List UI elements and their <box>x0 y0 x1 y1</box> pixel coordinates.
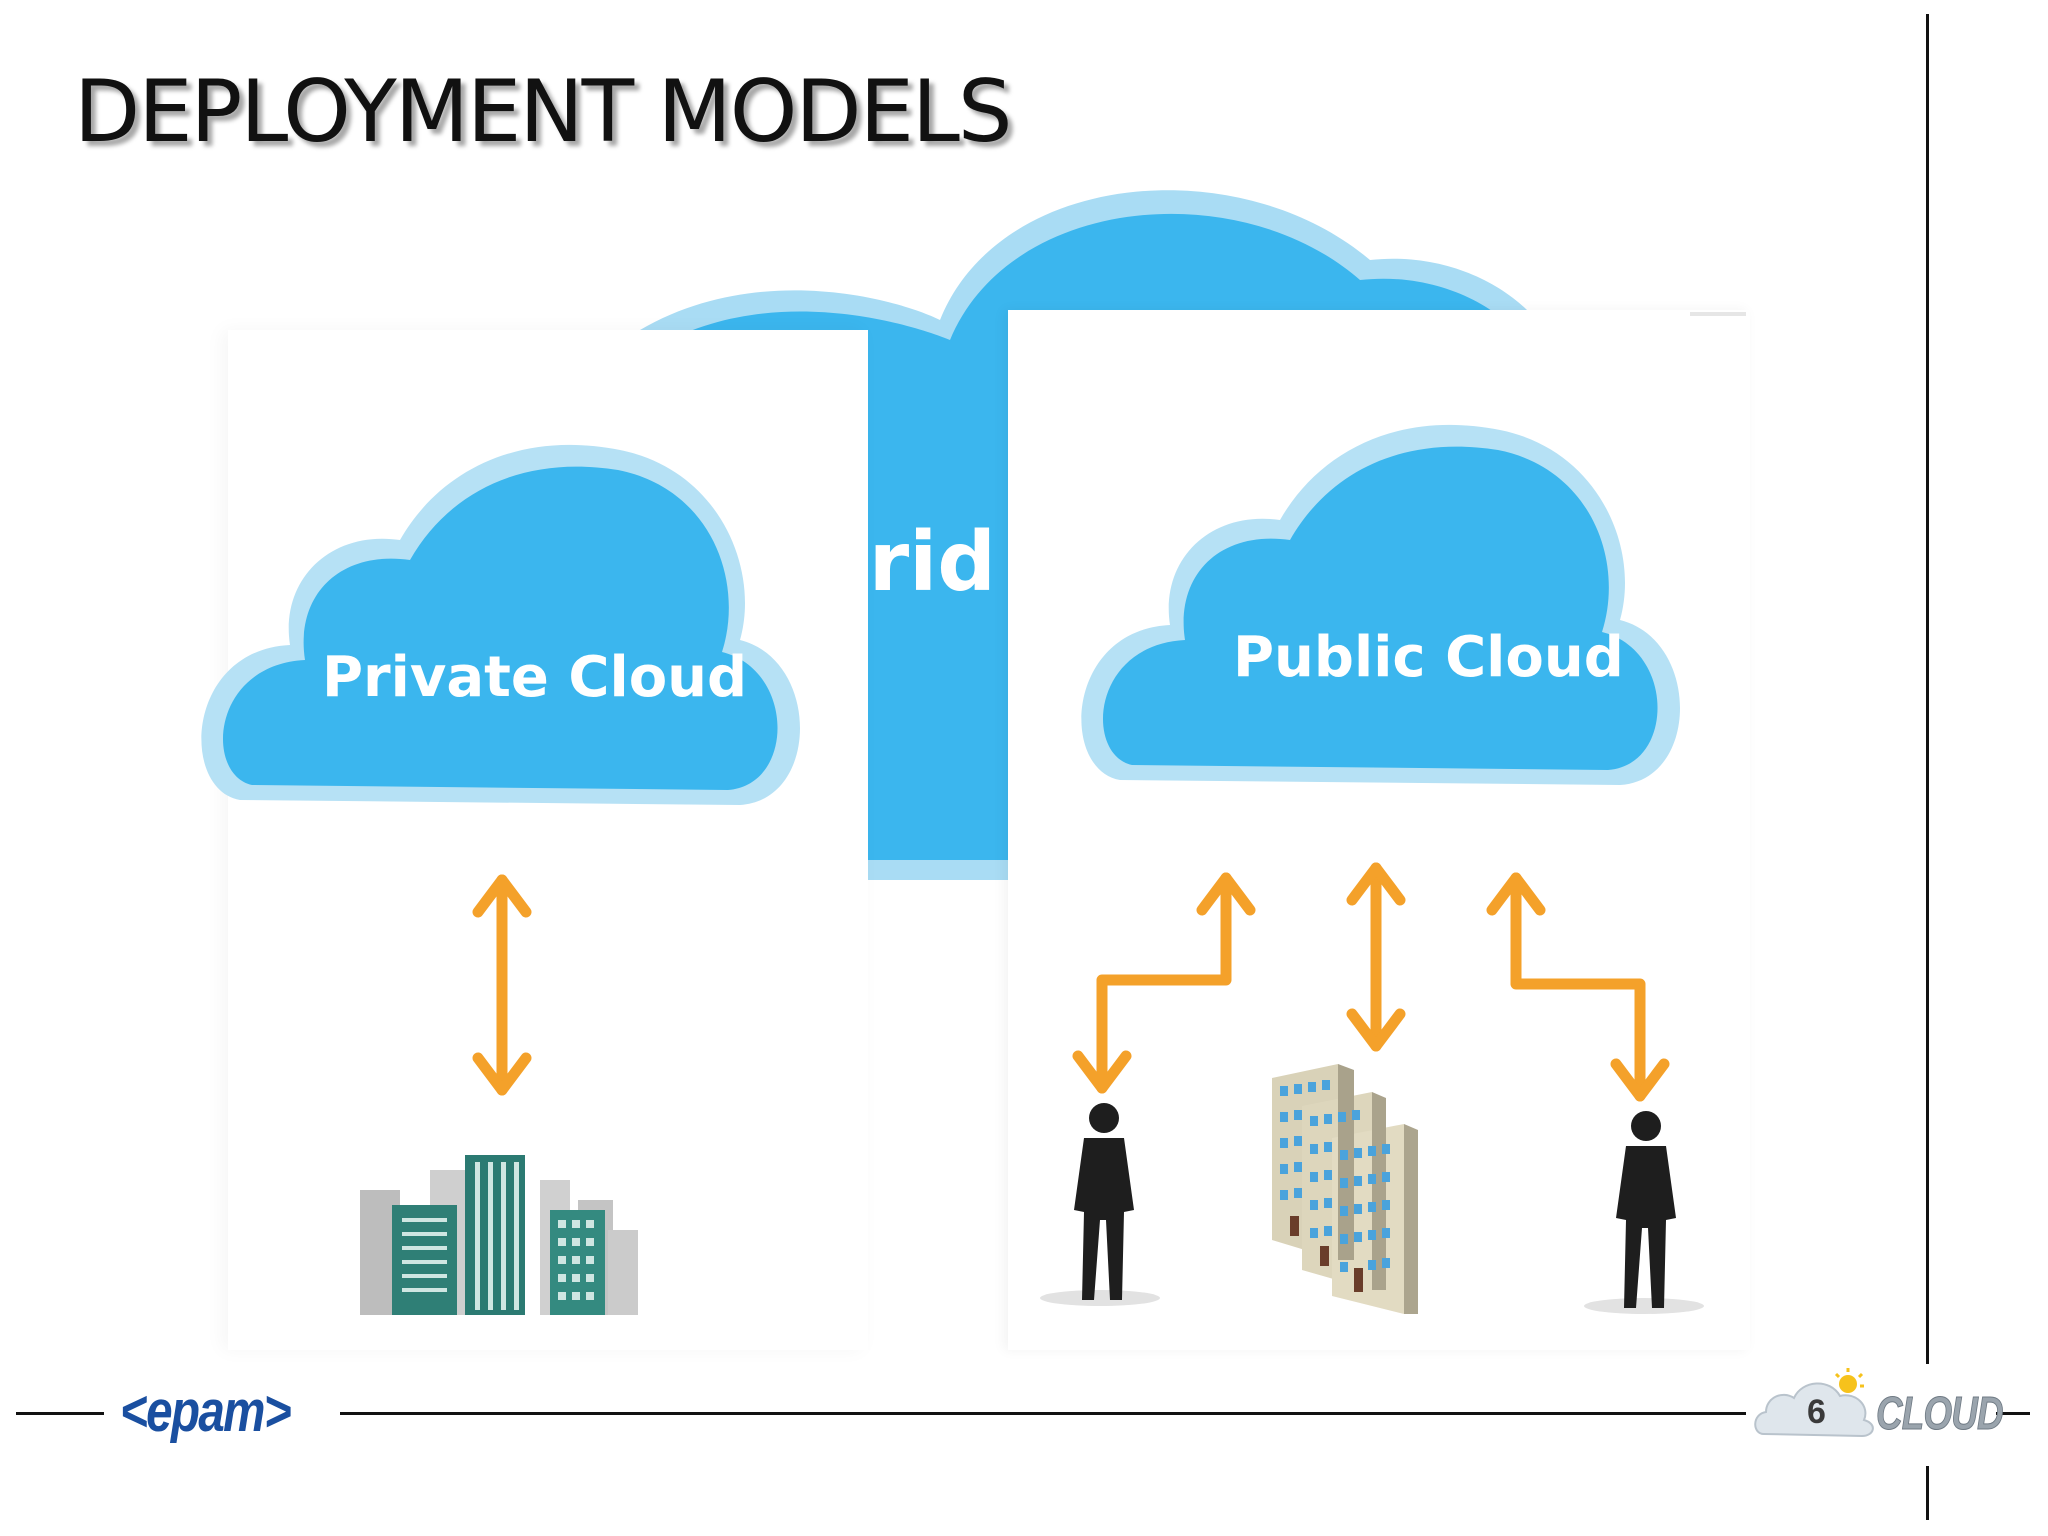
footer-rule-middle <box>340 1412 1746 1415</box>
private-cloud-shape <box>201 444 800 805</box>
right-border-line-bottom <box>1926 1466 1929 1520</box>
slide-title: DEPLOYMENT MODELS <box>74 62 1012 162</box>
right-border-line-top <box>1926 14 1929 1364</box>
footer-rule-right <box>1996 1412 2030 1415</box>
public-cloud-label: Public Cloud <box>1233 625 1624 690</box>
footer-rule-left <box>16 1412 104 1415</box>
private-double-arrow <box>472 874 532 1096</box>
person-silhouette-icon-left <box>1040 1103 1160 1306</box>
office-tower-icon <box>1272 1064 1418 1314</box>
panel-top-edge <box>1690 312 1746 316</box>
center-double-arrow <box>1346 862 1406 1052</box>
page-number: 6 <box>1807 1393 1826 1431</box>
brand-wordmark: CLOUD <box>1876 1387 2004 1440</box>
footer-cloud-badge-icon <box>1754 1368 1874 1438</box>
epam-logo: <epam> <box>120 1379 292 1444</box>
person-silhouette-icon-right <box>1584 1111 1704 1314</box>
city-buildings-icon <box>360 1155 638 1315</box>
public-cloud-shape <box>1081 424 1680 785</box>
left-elbow-arrow <box>1072 872 1256 1094</box>
right-elbow-arrow <box>1486 872 1670 1102</box>
private-cloud-label: Private Cloud <box>322 645 748 710</box>
